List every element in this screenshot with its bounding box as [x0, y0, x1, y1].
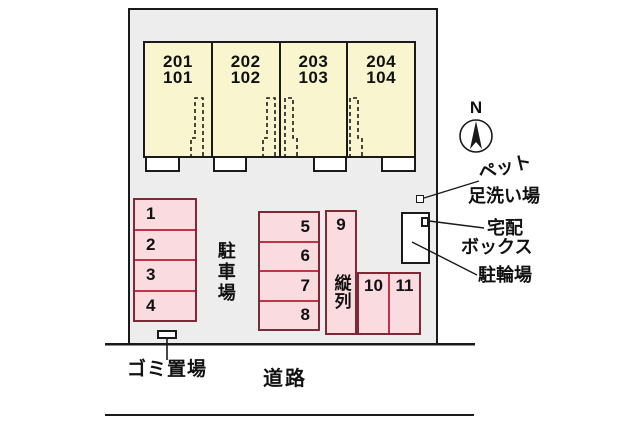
- parking-lot-label: 駐車場: [215, 241, 236, 304]
- delivery-box-icon: [421, 217, 429, 227]
- unit-lower: 102: [230, 68, 261, 87]
- parking-space: 11: [388, 274, 419, 333]
- pet-wash-label-line1: ペット: [476, 151, 534, 184]
- pet-wash-station-icon: [416, 195, 424, 203]
- parking-space-tandem: 9 縦列: [325, 210, 357, 335]
- parking-space: 7: [260, 270, 318, 300]
- building-unit: 202 102: [210, 43, 279, 156]
- unit-numbers: 201 101: [145, 52, 211, 87]
- parking-space: 4: [135, 289, 195, 321]
- parking-space: 1: [146, 204, 156, 224]
- parking-space-number: 9: [336, 215, 346, 234]
- compass-circle: [459, 119, 493, 153]
- unit-upper: 202: [230, 52, 261, 71]
- unit-upper: 201: [162, 52, 193, 71]
- entrance-porch: [381, 156, 416, 172]
- garbage-area-label: ゴミ置場: [127, 359, 208, 380]
- unit-upper: 204: [366, 52, 397, 71]
- unit-upper: 203: [298, 52, 329, 71]
- parking-space: 3: [135, 259, 195, 290]
- entrance-porch: [213, 156, 247, 172]
- parking-space: 10: [364, 276, 383, 295]
- building-unit: 204 104: [346, 43, 414, 156]
- delivery-box-label-line2: ボックス: [461, 237, 533, 257]
- entrance-porch: [145, 156, 180, 172]
- parking-space: 5: [300, 216, 310, 236]
- compass-needle-icon: [470, 121, 482, 149]
- unit-lower: 104: [366, 68, 397, 87]
- delivery-box-label-line1: 宅配: [487, 218, 523, 238]
- pet-wash-label-line2: 足洗い場: [468, 186, 540, 206]
- tandem-label: 縦列: [331, 274, 351, 310]
- apartment-building: 201 101 202 102 203 103 204 104: [143, 41, 416, 158]
- parking-column-1-4: 1 2 3 4: [133, 198, 197, 322]
- unit-numbers: 202 102: [213, 52, 279, 87]
- parking-row-10-11: 10 11: [357, 272, 421, 335]
- parking-column-5-8: 5 6 7 8: [258, 211, 320, 331]
- building-unit: 201 101: [145, 43, 211, 156]
- parking-space: 6: [260, 240, 318, 271]
- unit-lower: 101: [162, 68, 193, 87]
- garbage-area-icon: [157, 330, 177, 339]
- road-label: 道路: [263, 368, 307, 390]
- parking-space: 2: [135, 228, 195, 260]
- parking-space: 8: [260, 299, 318, 330]
- building-unit: 203 103: [278, 43, 347, 156]
- unit-numbers: 204 104: [348, 52, 414, 87]
- unit-lower: 103: [298, 68, 329, 87]
- entrance-porch: [313, 156, 347, 172]
- bicycle-parking-label: 駐輪場: [478, 265, 532, 285]
- unit-numbers: 203 103: [281, 52, 347, 87]
- north-label: N: [469, 98, 483, 117]
